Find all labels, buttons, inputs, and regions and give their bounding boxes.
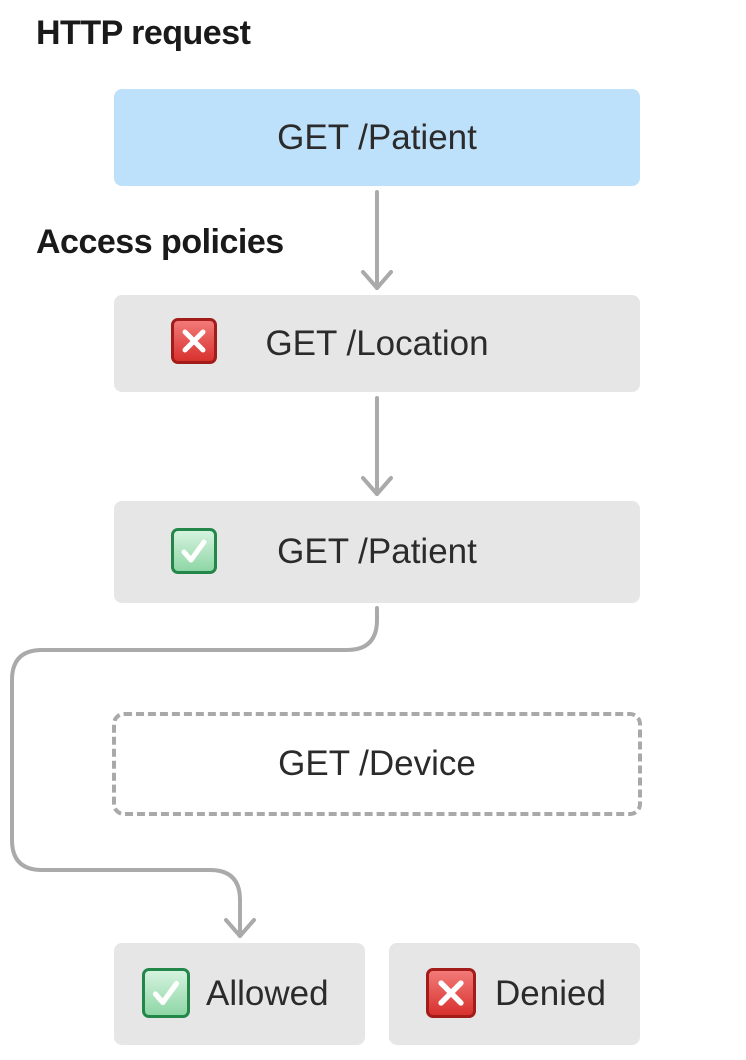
arrowhead-request-to-location <box>361 270 393 290</box>
denied-x-icon <box>426 968 476 1018</box>
allowed-check-icon <box>142 968 190 1018</box>
access-policies-heading: Access policies <box>36 223 284 261</box>
allowed-check-icon <box>171 528 217 574</box>
policy-device-box: GET /Device <box>112 712 642 816</box>
policy-location-box: GET /Location <box>114 295 640 392</box>
policy-patient-label: GET /Patient <box>277 532 477 571</box>
outcome-denied-box: Denied <box>389 943 640 1045</box>
arrowhead-patient-to-allowed <box>224 918 256 938</box>
policy-patient-box: GET /Patient <box>114 501 640 603</box>
policy-device-label: GET /Device <box>278 744 476 783</box>
arrow-patient-to-allowed <box>10 606 379 938</box>
outcome-allowed-box: Allowed <box>114 943 365 1045</box>
outcome-denied-label: Denied <box>495 974 606 1013</box>
denied-x-icon <box>171 318 217 364</box>
outcome-allowed-label: Allowed <box>206 974 329 1013</box>
http-request-heading: HTTP request <box>36 14 251 52</box>
http-request-label: GET /Patient <box>277 117 477 157</box>
http-request-box: GET /Patient <box>114 89 640 186</box>
arrowhead-location-to-patient <box>361 476 393 496</box>
policy-location-label: GET /Location <box>265 323 489 363</box>
